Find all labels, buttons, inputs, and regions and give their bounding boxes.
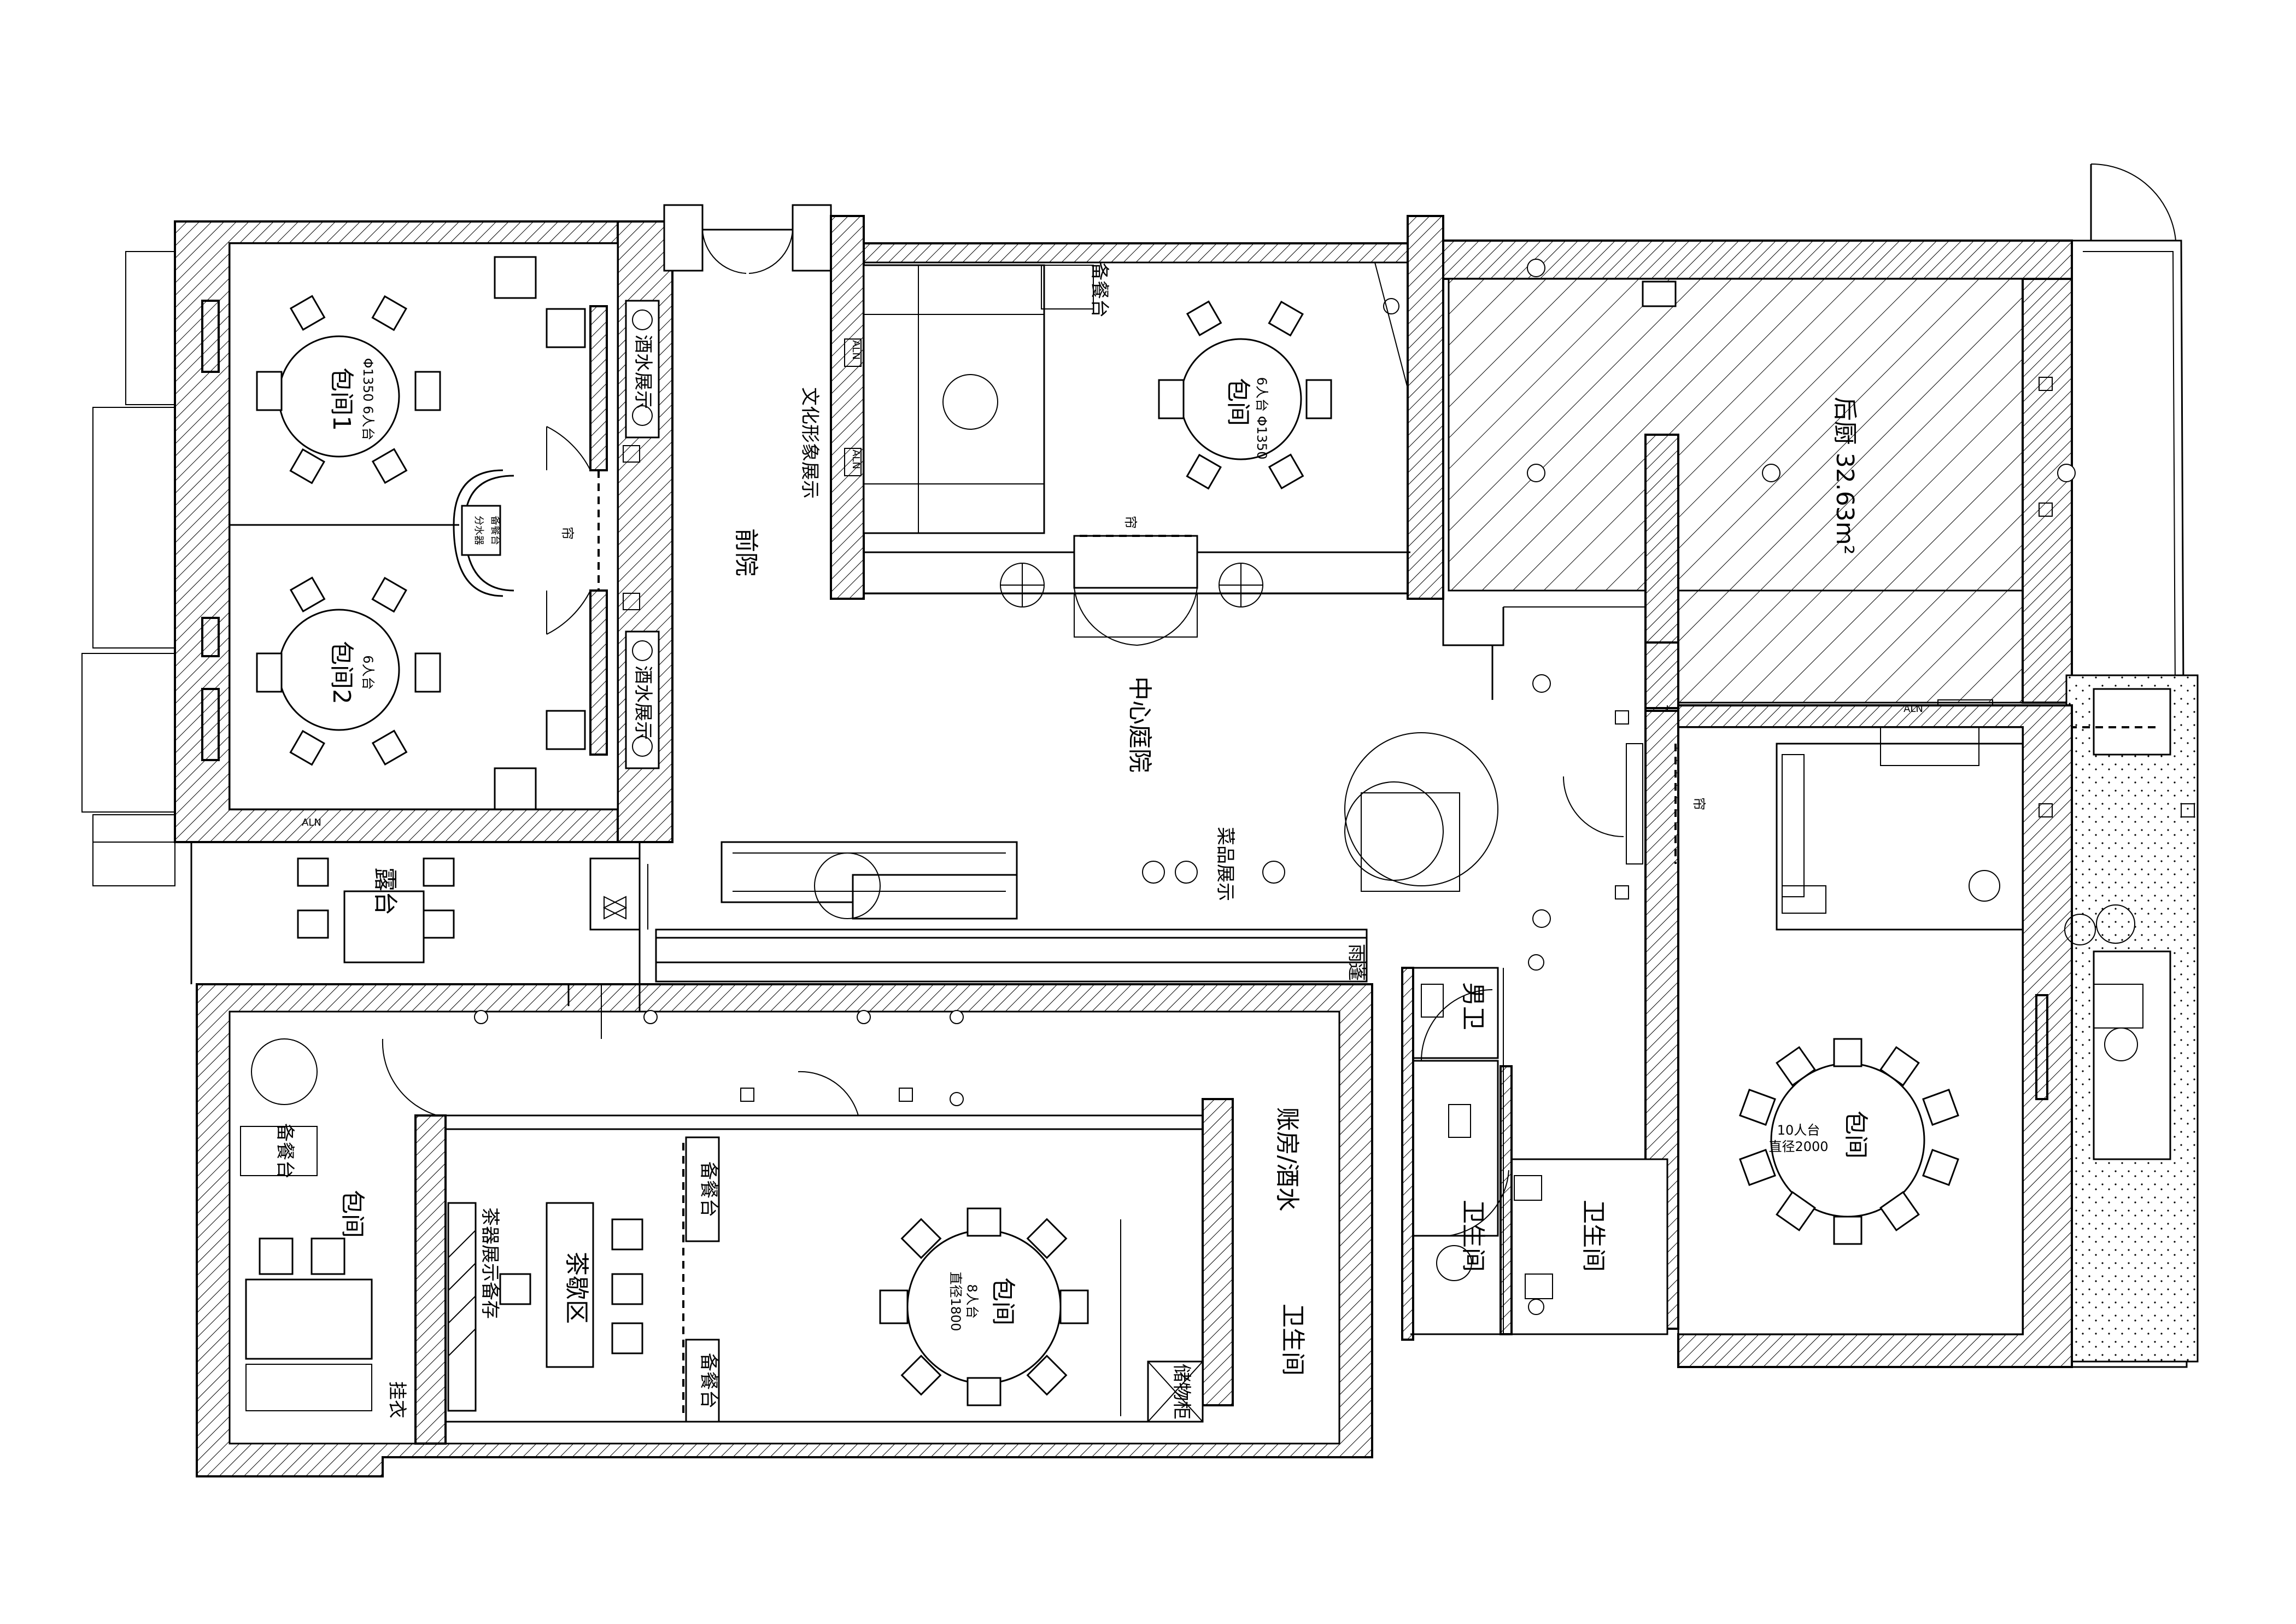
tea-display-label: 茶器展示备存: [479, 1207, 501, 1319]
top-prep-label: 备餐台: [1088, 262, 1110, 318]
room-labels: 包间1 Φ1350 6人台 包间2 6人台 酒水展示 酒水展示 备餐台 分水器 …: [274, 262, 1923, 1419]
curtain-label-2: 帘: [1123, 516, 1138, 529]
front-yard-label: 前院: [732, 528, 760, 576]
left-room-lounge-chairs: [494, 256, 586, 810]
room1-dining-table: [256, 295, 441, 484]
prep-label-b: 备餐台: [698, 1353, 719, 1409]
wine-display-units: [623, 300, 660, 769]
aln-label-2: ALN: [850, 340, 862, 360]
room1-label: 包间1: [327, 367, 355, 431]
restroom-label-2: 卫生间: [1579, 1200, 1607, 1272]
top-private-room: [830, 215, 1444, 646]
kitchen-label: 后厨 32.63m²: [1831, 397, 1859, 554]
courtyard-landscaping: [251, 732, 1498, 1105]
big-room-sublabel-2: 直径2000: [1768, 1139, 1828, 1154]
restroom-label-3: 卫生间: [1279, 1304, 1307, 1376]
big-room-sublabel-1: 10人台: [1777, 1123, 1820, 1138]
room8-label: 包间: [989, 1277, 1017, 1325]
aln-label-3: ALN: [850, 449, 862, 469]
courtyard-boundary: [474, 377, 2195, 1334]
big-private-room: [1644, 704, 2143, 1368]
storage-label: 储物柜: [1170, 1364, 1192, 1419]
canopy-label: 雨蓬: [1345, 944, 1367, 981]
prep-label-a: 备餐台: [698, 1161, 719, 1217]
tea-area-label: 茶歇区: [563, 1252, 590, 1324]
courtyard-label: 中心庭院: [1126, 676, 1153, 773]
prep-small-label: 备餐台: [489, 516, 501, 545]
bottom-left-block: [196, 983, 1373, 1477]
left-prep-label: 备餐台: [274, 1123, 296, 1179]
room2-dining-table: [256, 576, 441, 766]
aln-label-4: ALN: [1903, 703, 1923, 715]
room2-label: 包间2: [327, 641, 355, 704]
back-kitchen: [1442, 239, 2076, 717]
room2-sublabel: 6人台: [360, 655, 376, 690]
top-room-sublabel: 6人台 Φ1350: [1254, 377, 1269, 460]
left-room-label: 包间: [338, 1190, 366, 1238]
top-room-label: 包间: [1224, 378, 1252, 426]
terrace-label: 露台: [371, 867, 399, 915]
coat-label: 挂衣: [386, 1381, 408, 1418]
mens-restroom-label: 男卫: [1459, 982, 1487, 1030]
terrace-and-corridor: [190, 841, 1368, 1039]
big-room-label: 包间: [1842, 1111, 1870, 1159]
toilets-area: [1401, 954, 1668, 1341]
curtain-label-1: 帘: [560, 527, 575, 540]
wine-display-label-1: 酒水展示: [632, 335, 654, 409]
front-entrance-gate: [663, 204, 832, 274]
wine-display-label-2: 酒水展示: [632, 665, 654, 740]
cashier-label: 账房/酒水: [1273, 1107, 1301, 1212]
culture-display-label: 文化形象展示: [799, 387, 821, 499]
room1-sublabel: Φ1350 6人台: [360, 358, 376, 441]
restroom-label-1: 卫生间: [1459, 1200, 1487, 1272]
water-divider-label: 分水器: [473, 516, 484, 545]
arch-prep-station: [453, 426, 600, 635]
room8-sublabel-2: 直径1800: [948, 1271, 963, 1331]
room8-sublabel-1: 8人台: [964, 1284, 980, 1318]
dish-display-label: 菜品展示: [1214, 827, 1236, 901]
aln-label-1: ALN: [302, 817, 321, 828]
right-edge-corridor: [2065, 163, 2199, 1368]
curtain-label-3: 帘: [1691, 797, 1707, 810]
